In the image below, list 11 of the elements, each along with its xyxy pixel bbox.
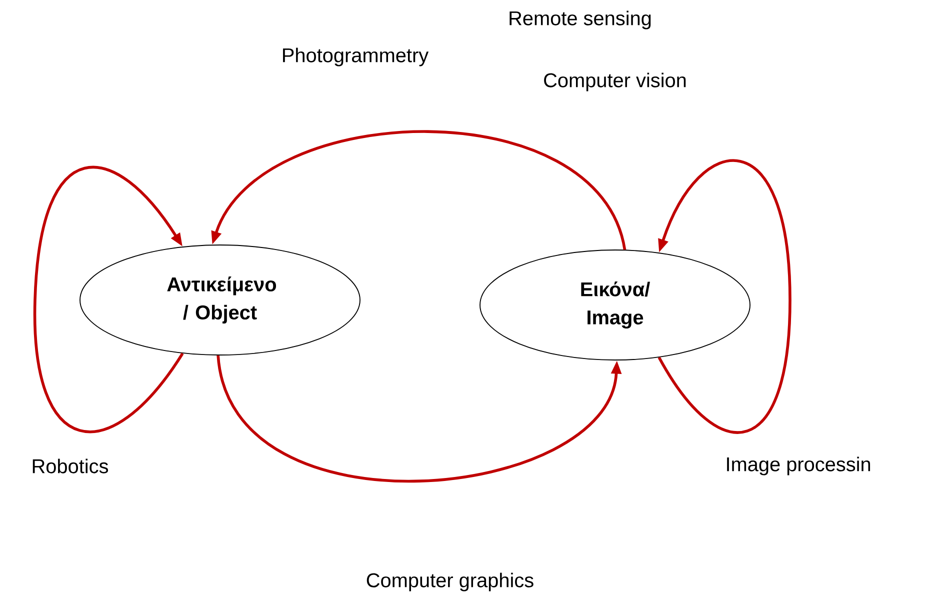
arrow <box>658 160 792 434</box>
ellipse-node: Αντικείμενο / Object <box>80 244 360 356</box>
field-label: Photogrammetry <box>283 48 429 66</box>
field-label: Image processin <box>727 456 870 476</box>
ellipse-node: Εικόνα/ Image <box>480 250 750 360</box>
field-label: Computer vision <box>544 72 686 92</box>
field-label: Computer graphics <box>366 572 534 592</box>
arrow <box>211 130 626 250</box>
field-label: Remote sensing <box>510 10 651 30</box>
field-label: Robotics <box>32 458 108 474</box>
arrow <box>34 166 184 433</box>
